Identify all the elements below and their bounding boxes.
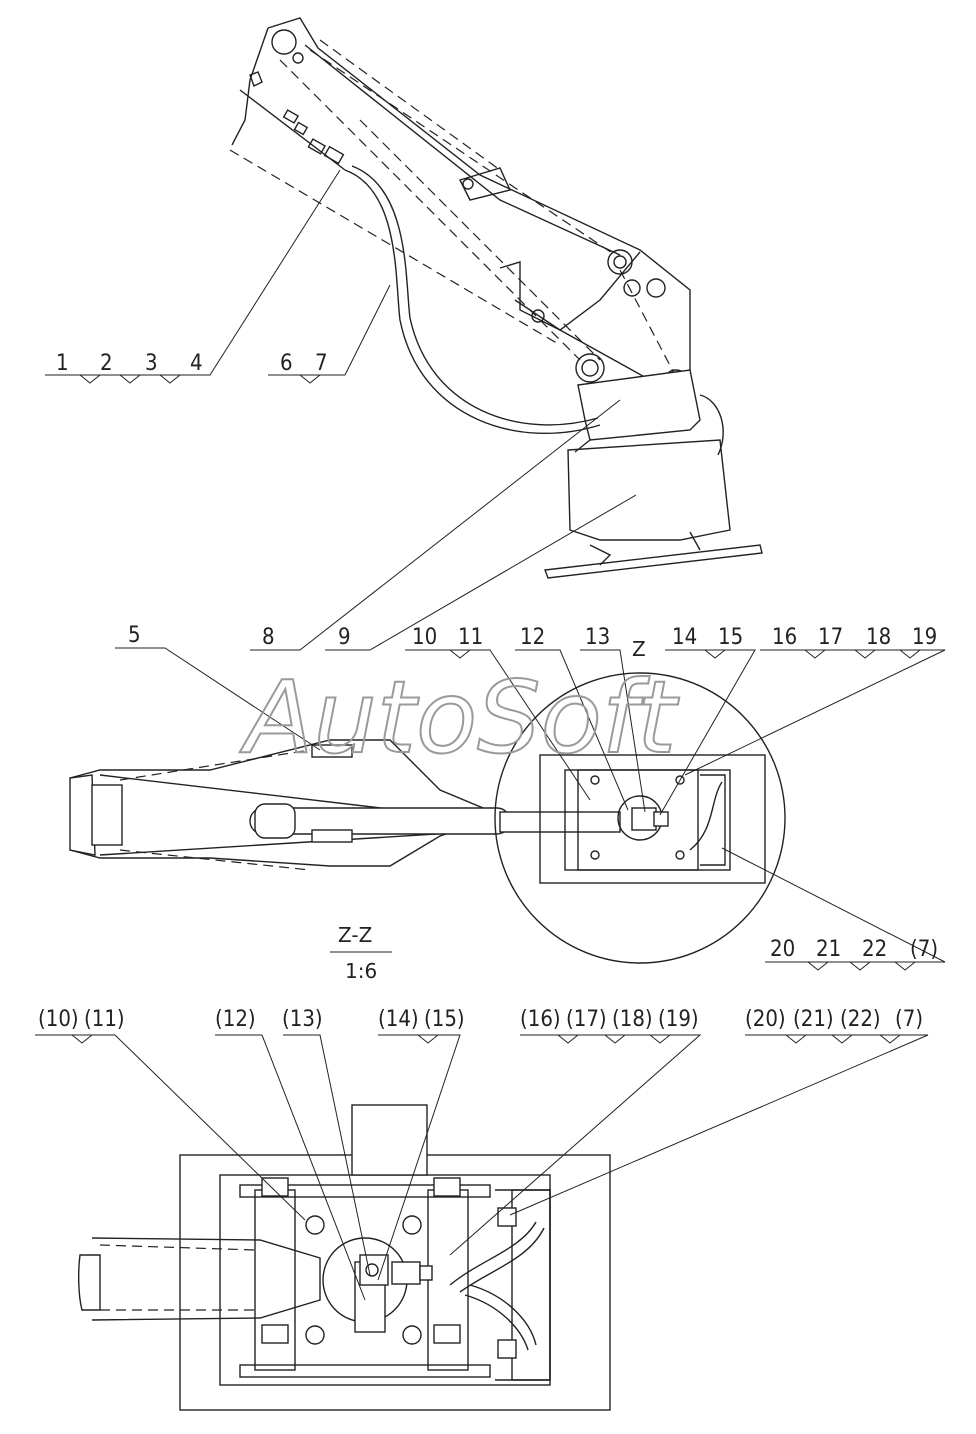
callout-7: 7 xyxy=(315,351,328,376)
callout-2: 2 xyxy=(100,351,113,376)
callout-b14: (14) xyxy=(378,1007,419,1032)
watermark-text: AutoSoft xyxy=(239,659,680,776)
callout-b20: (20) xyxy=(745,1007,786,1032)
callout-4: 4 xyxy=(190,351,203,376)
callout-b15: (15) xyxy=(424,1007,465,1032)
callout-9: 9 xyxy=(338,625,351,650)
callout-b22: (22) xyxy=(840,1007,881,1032)
callout-b16: (16) xyxy=(520,1007,561,1032)
callout-8: 8 xyxy=(262,625,275,650)
boom-plan-view xyxy=(69,672,786,964)
callout-14: 14 xyxy=(672,625,697,650)
callout-20: 20 xyxy=(770,937,795,962)
callout-11: 11 xyxy=(458,625,483,650)
view-letter: Z xyxy=(632,637,646,661)
callout-18: 18 xyxy=(866,625,891,650)
section-name: Z-Z xyxy=(338,923,372,947)
callout-7-ref: (7) xyxy=(910,937,938,962)
callout-5: 5 xyxy=(128,623,141,648)
callout-b18: (18) xyxy=(612,1007,653,1032)
callout-12: 12 xyxy=(520,625,545,650)
callout-b19: (19) xyxy=(658,1007,699,1032)
callout-b7: (7) xyxy=(895,1007,923,1032)
callout-1: 1 xyxy=(56,351,69,376)
callout-b21: (21) xyxy=(793,1007,834,1032)
callout-b17: (17) xyxy=(566,1007,607,1032)
callout-b12: (12) xyxy=(215,1007,256,1032)
callout-10: 10 xyxy=(412,625,437,650)
callout-6: 6 xyxy=(280,351,293,376)
boom-side-view xyxy=(229,17,763,579)
callouts-top: 1 2 3 4 6 7 8 9 xyxy=(45,169,637,651)
callout-3: 3 xyxy=(145,351,158,376)
callout-b11: (11) xyxy=(84,1007,125,1032)
callout-17: 17 xyxy=(818,625,843,650)
callout-b10: (10) xyxy=(38,1007,79,1032)
callouts-mid: 5 10 11 12 13 14 15 16 17 18 19 20 21 22… xyxy=(115,623,946,971)
section-scale: 1:6 xyxy=(345,959,377,983)
callout-19: 19 xyxy=(912,625,937,650)
callout-22: 22 xyxy=(862,937,887,962)
callout-b13: (13) xyxy=(282,1007,323,1032)
section-title: Z-Z 1:6 xyxy=(330,923,392,983)
callout-21: 21 xyxy=(816,937,841,962)
callout-15: 15 xyxy=(718,625,743,650)
callouts-bottom: (10) (11) (12) (13) (14) (15) (16) (17) … xyxy=(35,1007,929,1301)
section-zz-view xyxy=(77,1104,611,1411)
callout-13: 13 xyxy=(585,625,610,650)
callout-16: 16 xyxy=(772,625,797,650)
